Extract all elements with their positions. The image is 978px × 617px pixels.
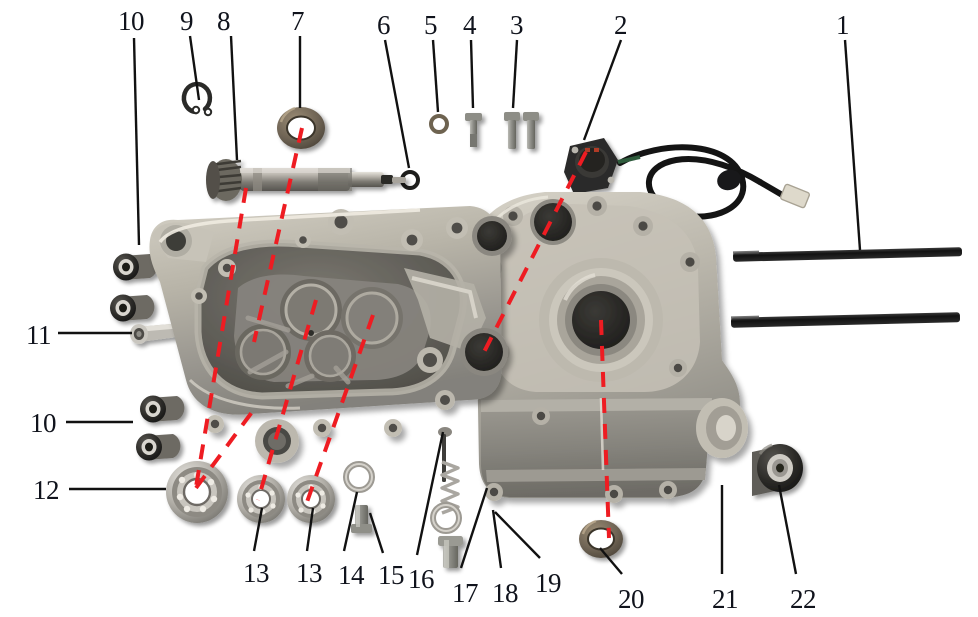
- assembly-oilseal-to-bore: [252, 127, 304, 343]
- assembly-right-bore: [482, 151, 588, 353]
- callout-flange-bolt: 15: [378, 560, 405, 590]
- assembly-bearing12-to-case: [194, 406, 257, 490]
- callout-flange-bolt: 4: [463, 10, 477, 40]
- leader-3: [511, 39, 519, 109]
- rubber-mount-bushing-4: [136, 433, 181, 461]
- rubber-mount-bushing-1: [113, 253, 158, 281]
- leader-15: [368, 512, 385, 554]
- leader-13a: [252, 507, 264, 552]
- circlip-part: [181, 81, 213, 117]
- leader-22: [777, 484, 798, 575]
- sealing-washer-part: [429, 114, 449, 134]
- leader-4: [469, 39, 475, 109]
- shaft-gear-teeth: [206, 159, 242, 201]
- washer-14-part: [343, 461, 375, 493]
- rubber-mount-bushing-lower-group: [136, 395, 185, 461]
- callout-engine-mounting-stud: 1: [836, 10, 850, 40]
- callout-detent-spring: 17: [452, 578, 479, 608]
- callout-crankcase-oil-seal: 20: [618, 584, 645, 614]
- right-case-side-boss: [696, 398, 748, 458]
- leader-14: [342, 491, 359, 552]
- callout-oil-drain-bolt: 19: [535, 568, 562, 598]
- callout-flange-bolt-pair: 3: [510, 10, 524, 40]
- flange-bolt-pair-part: [504, 112, 539, 149]
- callout-rubber-mount-bushing: 10: [30, 408, 57, 438]
- callout-washer: 18: [492, 578, 519, 608]
- flange-bolt-4-part: [465, 113, 482, 147]
- leader-2: [582, 39, 623, 141]
- flange-bolt-15-part: [351, 505, 372, 533]
- callout-dowel-pin-sleeve: 11: [26, 320, 52, 350]
- leader-13b: [305, 507, 315, 552]
- right-crankcase-half-part: [475, 192, 748, 503]
- ball-bearing-13b: [287, 475, 335, 523]
- rubber-damper-bushing-part: [752, 443, 803, 496]
- callout-kick-starter-shaft: 8: [217, 6, 231, 36]
- leader-6: [383, 39, 411, 169]
- callout-washer: 14: [338, 560, 365, 590]
- kick-starter-shaft-part: [206, 159, 406, 201]
- callout-crankshaft-main-bearing: 12: [33, 475, 60, 505]
- washer-18-part: [430, 502, 462, 534]
- leader-20: [599, 547, 623, 575]
- leader-17: [459, 487, 489, 569]
- leader-19: [494, 511, 541, 559]
- leader-10a: [132, 37, 141, 246]
- callout-oil-seal: 7: [291, 6, 305, 36]
- leader-1: [843, 39, 862, 251]
- assembly-bearing-seat-mid: [305, 314, 375, 503]
- assembly-kick-bore: [256, 299, 318, 501]
- callout-circlip: 9: [180, 6, 194, 36]
- crankshaft-main-bearing-12: [166, 461, 228, 523]
- mounting-studs-part: [730, 247, 963, 328]
- leader-9: [188, 35, 201, 101]
- oil-drain-bolt-part: [438, 536, 463, 568]
- callout-o-ring: 6: [377, 10, 391, 40]
- callout-ball-bearing: 13: [296, 558, 323, 588]
- bearings-group: [166, 461, 335, 523]
- callout-ball-bearing: 13: [243, 558, 270, 588]
- callout-detent-pin: 16: [408, 564, 435, 594]
- rubber-mount-bushing-3: [140, 395, 185, 423]
- leader-18: [491, 509, 503, 569]
- callout-sealing-washer: 5: [424, 10, 438, 40]
- rubber-mount-bushing-2: [110, 294, 155, 322]
- leader-8: [229, 35, 239, 161]
- rubber-mount-bushing-upper-group: [110, 253, 158, 322]
- leader-16: [415, 431, 445, 556]
- assembly-crank-bore-down: [599, 319, 611, 539]
- callout-right-crankcase-half: 21: [712, 584, 739, 614]
- callout-rubber-mount-bushing: 10: [118, 6, 145, 36]
- callout-neutral-position-sensor-with-wire: 2: [614, 10, 628, 40]
- callout-rubber-damper-bushing: 22: [790, 584, 817, 614]
- leader-5: [431, 39, 440, 113]
